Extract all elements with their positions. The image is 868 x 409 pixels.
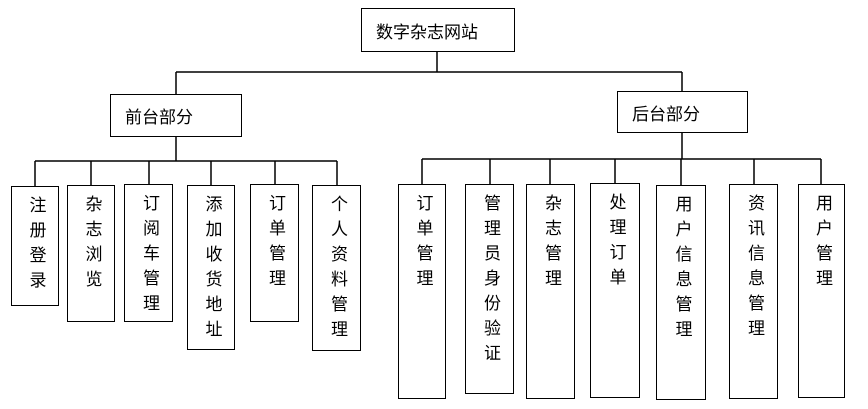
backend-child-node: 处理订单 [590,183,640,398]
frontend-node: 前台部分 [110,94,242,137]
frontend-child-node: 杂志浏览 [67,185,115,322]
backend-child-node: 用户信息管理 [656,185,706,400]
root-node: 数字杂志网站 [361,8,515,52]
frontend-child-node: 订单管理 [250,184,299,322]
frontend-child-node: 添加收货地址 [187,185,235,350]
backend-child-node: 订单管理 [398,184,446,399]
frontend-child-node: 注册登录 [11,186,59,306]
frontend-child-node: 个人资料管理 [312,185,361,351]
backend-child-node: 资讯信息管理 [729,184,778,399]
frontend-child-node: 订阅车管理 [124,184,173,322]
backend-child-node: 管理员身份验证 [465,184,514,394]
backend-child-node: 用户管理 [798,184,845,398]
backend-node: 后台部分 [617,91,748,133]
backend-child-node: 杂志管理 [526,184,575,399]
